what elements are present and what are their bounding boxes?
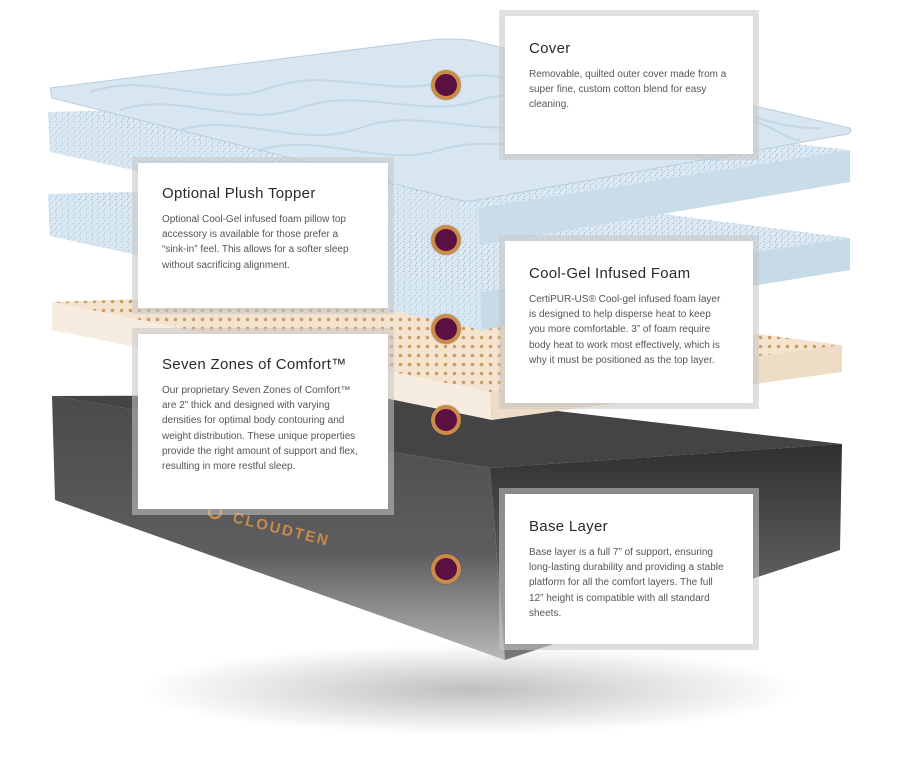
callout-zones: Seven Zones of Comfort™ Our proprietary … bbox=[132, 328, 394, 515]
callout-gel-title: Cool-Gel Infused Foam bbox=[529, 265, 691, 282]
callout-gel-text: CertiPUR-US® Cool-gel infused foam layer… bbox=[529, 294, 721, 366]
marker-cover[interactable] bbox=[431, 70, 461, 100]
callout-topper-title: Optional Plush Topper bbox=[162, 185, 316, 202]
callout-cover-text: Removable, quilted outer cover made from… bbox=[529, 69, 727, 111]
callout-zones-text: Our proprietary Seven Zones of Comfort™ … bbox=[162, 385, 358, 473]
callout-gel: Cool-Gel Infused Foam CertiPUR-US® Cool-… bbox=[499, 235, 759, 409]
mattress-shadow bbox=[140, 645, 800, 735]
marker-gel[interactable] bbox=[431, 314, 461, 344]
callout-topper: Optional Plush Topper Optional Cool-Gel … bbox=[132, 157, 394, 314]
callout-base-title: Base Layer bbox=[529, 518, 608, 535]
callout-base-text: Base layer is a full 7” of support, ensu… bbox=[529, 547, 724, 619]
callout-topper-text: Optional Cool-Gel infused foam pillow to… bbox=[162, 214, 349, 271]
callout-cover: Cover Removable, quilted outer cover mad… bbox=[499, 10, 759, 160]
marker-base[interactable] bbox=[431, 554, 461, 584]
callout-zones-title: Seven Zones of Comfort™ bbox=[162, 356, 347, 373]
marker-zones[interactable] bbox=[431, 405, 461, 435]
callout-cover-title: Cover bbox=[529, 40, 571, 57]
callout-base: Base Layer Base layer is a full 7” of su… bbox=[499, 488, 759, 650]
marker-topper[interactable] bbox=[431, 225, 461, 255]
